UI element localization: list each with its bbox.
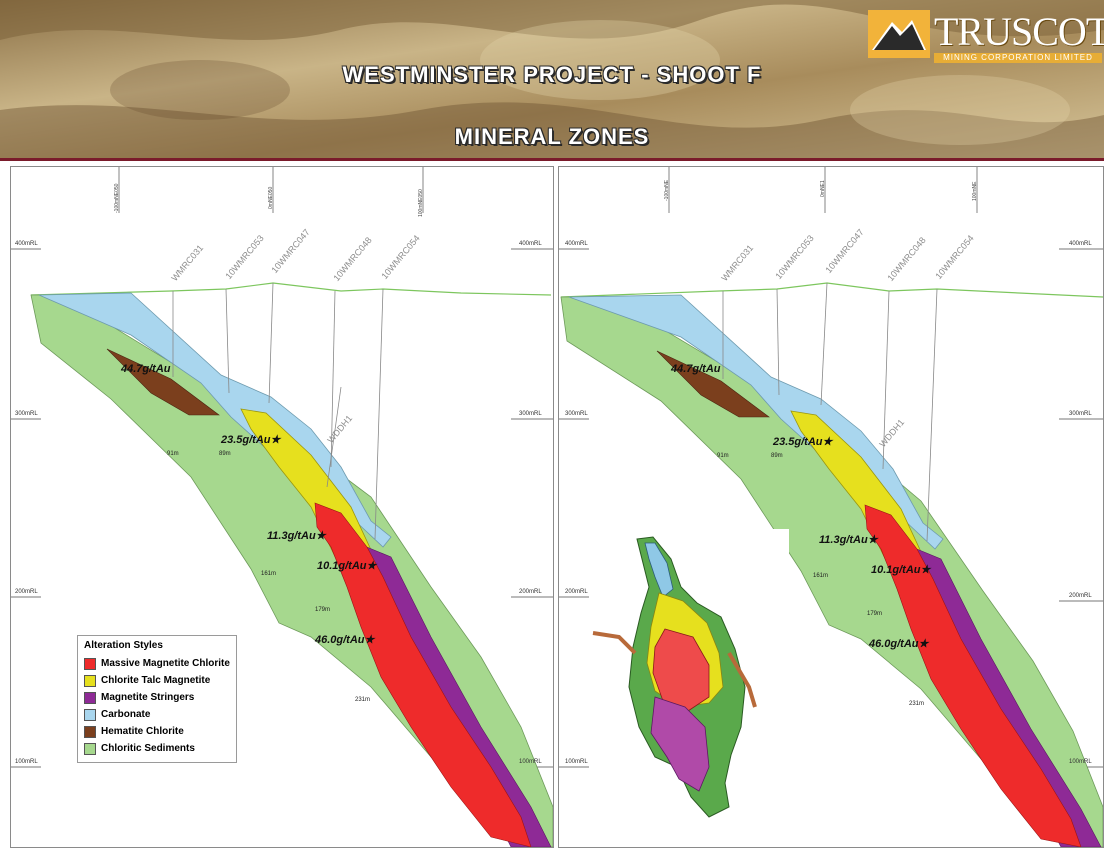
grade-label: 44.7g/tAu — [671, 363, 721, 375]
legend-label: Chlorite Talc Magnetite — [101, 675, 211, 686]
banner: WESTMINSTER PROJECT - SHOOT F MINERAL ZO… — [0, 0, 1104, 160]
easting-label: -100mNE — [664, 179, 670, 201]
depth-label: 231m — [909, 701, 925, 707]
legend-swatch — [84, 657, 96, 670]
logo-wordmark: TRUSCOTT — [934, 9, 1104, 54]
grade-label: 11.3g/tAu★ — [267, 530, 326, 542]
legend-item: Carbonate — [84, 706, 230, 723]
alteration-legend: Alteration Styles Massive Magnetite Chlo… — [77, 635, 237, 763]
level-label: 100mRL — [565, 759, 588, 765]
grade-label: 46.0g/tAu★ — [869, 638, 929, 650]
level-label: 100mRL — [519, 759, 542, 765]
level-label: 100mRL — [1069, 759, 1092, 765]
legend-swatch — [84, 691, 96, 704]
legend-swatch — [84, 674, 96, 687]
grade-label: 10.1g/tAu★ — [317, 560, 377, 572]
easting-label: -100mNE050 — [114, 183, 120, 213]
depth-label: 231m — [355, 697, 371, 703]
company-logo: TRUSCOTT MINING CORPORATION LIMITED — [868, 9, 1104, 63]
legend-swatch — [84, 742, 96, 755]
legend-label: Massive Magnetite Chlorite — [101, 658, 230, 669]
level-label: 100mRL — [15, 759, 38, 765]
legend-label: Hematite Chlorite — [101, 726, 184, 737]
cross-section-left — [11, 167, 553, 847]
legend-label: Chloritic Sediments — [101, 743, 195, 754]
depth-label: 89m — [219, 451, 231, 457]
project-title: WESTMINSTER PROJECT - SHOOT F — [342, 62, 762, 87]
legend-item: Chlorite Talc Magnetite — [84, 672, 230, 689]
logo-mark-icon — [868, 10, 930, 58]
easting-label: 100mNE050 — [418, 189, 424, 217]
banner-divider — [0, 158, 1104, 161]
legend-swatch — [84, 708, 96, 721]
grade-label: 11.3g/tAu★ — [819, 534, 878, 546]
depth-label: 161m — [261, 571, 277, 577]
inset-sketch — [589, 529, 789, 829]
section-panel-right: 400mRL 400mRL 300mRL 300mRL 200mRL 200mR… — [558, 166, 1104, 848]
cross-section-right — [559, 167, 1103, 847]
legend-label: Carbonate — [101, 709, 151, 720]
level-label: 300mRL — [519, 411, 542, 417]
logo-subtitle: MINING CORPORATION LIMITED — [934, 53, 1102, 63]
level-label: 200mRL — [1069, 593, 1092, 599]
depth-label: 161m — [813, 573, 829, 579]
level-label: 200mRL — [565, 589, 588, 595]
level-label: 200mRL — [15, 589, 38, 595]
level-label: 400mRL — [519, 241, 542, 247]
level-label: 300mRL — [1069, 411, 1092, 417]
legend-title: Alteration Styles — [84, 640, 163, 651]
depth-label: 91m — [717, 453, 729, 459]
easting-label: 100mNE — [972, 181, 978, 201]
grade-label: 46.0g/tAu★ — [315, 634, 375, 646]
depth-label: 91m — [167, 451, 179, 457]
slide-subtitle: MINERAL ZONES — [454, 124, 650, 149]
easting-label: 0mNE050 — [268, 186, 274, 209]
level-label: 400mRL — [15, 241, 38, 247]
legend-item: Hematite Chlorite — [84, 723, 230, 740]
depth-label: 179m — [867, 611, 883, 617]
legend-item: Chloritic Sediments — [84, 740, 230, 757]
legend-swatch — [84, 725, 96, 738]
legend-label: Magnetite Stringers — [101, 692, 195, 703]
level-label: 400mRL — [565, 241, 588, 247]
grade-label: 44.7g/tAu — [121, 363, 171, 375]
grade-label: 23.5g/tAu★ — [773, 436, 833, 448]
grade-label: 10.1g/tAu★ — [871, 564, 931, 576]
legend-item: Massive Magnetite Chlorite — [84, 655, 230, 672]
level-label: 200mRL — [519, 589, 542, 595]
level-label: 300mRL — [15, 411, 38, 417]
section-panel-left: 400mRL 400mRL 300mRL 300mRL 200mRL 200mR… — [10, 166, 554, 848]
level-label: 300mRL — [565, 411, 588, 417]
grade-label: 23.5g/tAu★ — [221, 434, 281, 446]
level-label: 400mRL — [1069, 241, 1092, 247]
easting-label: 0mNE1 — [820, 180, 826, 197]
legend-item: Magnetite Stringers — [84, 689, 230, 706]
depth-label: 89m — [771, 453, 783, 459]
depth-label: 179m — [315, 607, 331, 613]
